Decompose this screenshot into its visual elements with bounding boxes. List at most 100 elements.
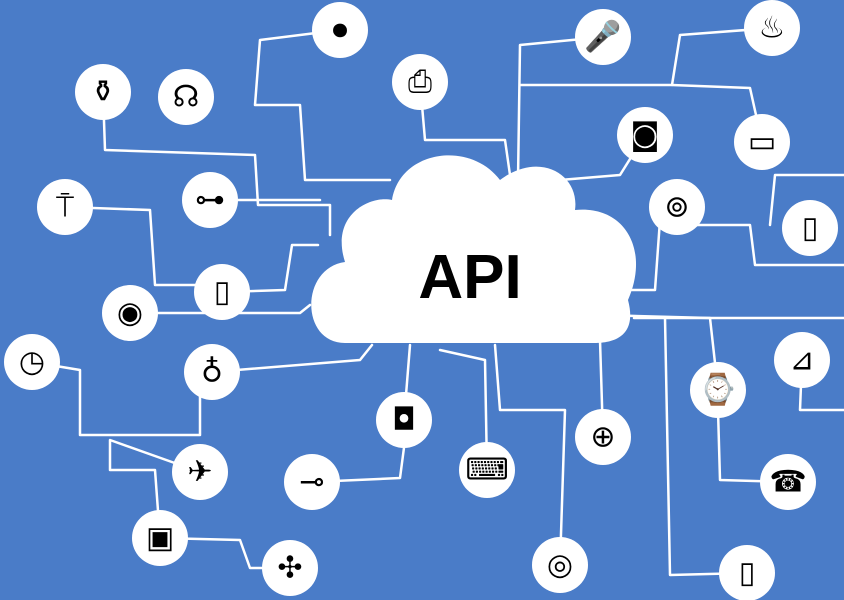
device-node: ♁	[184, 344, 240, 400]
headset-icon: ☊	[173, 80, 200, 115]
connection-line	[101, 90, 332, 237]
video-camera-icon: ⏺	[333, 13, 348, 48]
device-node: ⎙	[392, 54, 448, 110]
mobile-phone-icon: ▯	[214, 275, 231, 310]
monitor-icon: ▭	[748, 125, 776, 160]
connection-line	[310, 438, 407, 484]
device-node: ▯	[719, 545, 775, 600]
connection-line	[108, 438, 202, 540]
connection-line	[253, 28, 392, 182]
device-circle	[182, 172, 238, 228]
device-circle	[575, 9, 631, 65]
fan-icon: ✣	[277, 551, 302, 586]
webcam-icon: ◎	[547, 548, 573, 583]
connection-line	[675, 223, 844, 267]
connection-line	[418, 80, 512, 177]
connection-line	[210, 343, 374, 374]
device-circle	[392, 54, 448, 110]
connection-line	[438, 348, 489, 472]
device-circle	[37, 179, 93, 235]
device-node: ▯	[194, 264, 250, 320]
device-circle	[262, 540, 318, 596]
device-node: ◎	[532, 537, 588, 593]
connection-line	[128, 303, 312, 315]
device-node: ⚱	[75, 64, 131, 120]
tablet-icon: ▯	[739, 556, 756, 591]
fridge-icon: ▯	[802, 211, 819, 246]
kitchen-scale-icon: ⊕	[590, 420, 615, 455]
wristwatch-icon: ⌚	[699, 372, 736, 408]
device-node: 🎤	[575, 9, 631, 65]
device-circle	[734, 114, 790, 170]
device-circle	[782, 200, 838, 256]
device-circle	[284, 454, 340, 510]
connection-line	[663, 316, 749, 577]
device-node: ◷	[4, 334, 60, 390]
device-circle	[132, 510, 188, 566]
device-circle	[575, 409, 631, 465]
printer-icon: ⎙	[408, 65, 432, 100]
boombox-icon: ⊚	[664, 190, 689, 225]
device-node: ✈	[172, 444, 228, 500]
drill-icon: ⊸	[299, 465, 324, 500]
device-circle	[690, 362, 746, 418]
device-node: ▣	[132, 510, 188, 566]
airplane-icon: ✈	[187, 455, 212, 490]
device-circle	[459, 442, 515, 498]
device-circle	[75, 64, 131, 120]
device-circle	[172, 444, 228, 500]
connection-line	[30, 360, 202, 437]
cloud-shape	[311, 155, 637, 344]
device-node: ⌨	[459, 442, 515, 498]
device-node: ⊚	[649, 179, 705, 235]
device-circle	[4, 334, 60, 390]
clock-icon: ◷	[19, 345, 45, 380]
device-circle	[760, 454, 816, 510]
device-circle	[376, 392, 432, 448]
device-node: ◘	[376, 392, 432, 448]
device-node: ◉	[102, 285, 158, 341]
device-node: ⏺	[312, 2, 368, 58]
device-node: ⊶	[182, 172, 238, 228]
device-circle	[102, 285, 158, 341]
device-node: ⌚	[690, 362, 746, 418]
device-circle	[194, 264, 250, 320]
gamepad-icon: ⊶	[195, 183, 225, 218]
device-nodes: ⏺ 🎤 ♨ ⚱ ☊ ⎙ ◙ ▭ ⍑ ⊶ ⊚ ▯ ▯ ◉ ⊿ ◷ ♁ ◘ ⌚ ⊕ ✈ ⊸ ⌨ ☎ ▣ ✣ ◎ ▯	[4, 0, 838, 600]
device-node: ☎	[760, 454, 816, 510]
device-node: ▭	[734, 114, 790, 170]
device-node: ⊕	[575, 409, 631, 465]
device-node: ⊿	[774, 332, 830, 388]
connection-line	[493, 343, 567, 567]
device-node: ▯	[782, 200, 838, 256]
microphone-icon: 🎤	[584, 18, 621, 55]
device-circle	[617, 107, 673, 163]
device-circle	[649, 179, 705, 235]
connection-line	[220, 243, 320, 294]
telephone-icon: ☎	[769, 465, 806, 500]
connection-line	[768, 173, 844, 227]
speakers-icon: ◘	[392, 403, 416, 438]
blender-icon: ⚱	[90, 75, 115, 110]
connection-line	[518, 26, 774, 87]
api-cloud: API	[311, 155, 637, 344]
device-circle	[719, 545, 775, 600]
device-node: ✣	[262, 540, 318, 596]
device-circle	[312, 2, 368, 58]
camera-icon: ◉	[117, 296, 143, 331]
desktop-computer-icon: ⌨	[465, 453, 508, 488]
vacuum-cleaner-icon: ♨	[759, 11, 786, 46]
device-node: ☊	[158, 69, 214, 125]
washing-machine-icon: ◙	[630, 118, 659, 153]
floor-lamp-icon: ⍑	[56, 190, 74, 225]
desk-lamp-icon: ⊿	[789, 343, 814, 378]
device-circle	[158, 69, 214, 125]
device-circle	[744, 0, 800, 56]
device-node: ◙	[617, 107, 673, 163]
device-circle	[184, 344, 240, 400]
device-circle	[774, 332, 830, 388]
api-label: API	[418, 243, 521, 312]
television-icon: ▣	[146, 521, 174, 556]
connection-line	[63, 205, 207, 287]
